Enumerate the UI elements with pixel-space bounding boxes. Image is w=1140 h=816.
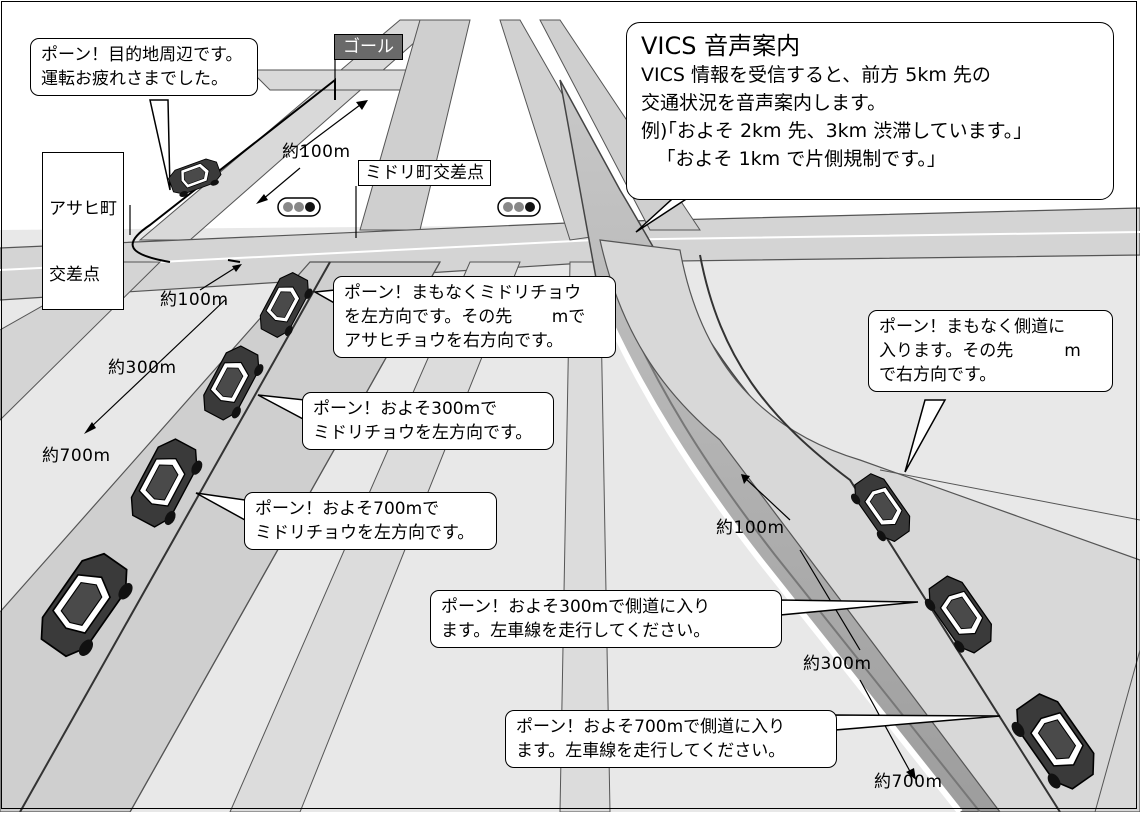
midori-300-bubble: ポーン！およそ300mで ミドリチョウを左方向です。 [302,392,554,450]
distance-label-left-700: 約700m [42,446,111,466]
vics-line: 例)｢およそ 2km 先、3km 渋滞しています。｣ [641,120,1023,142]
goal-label: ゴール [334,34,403,60]
vics-line: 交通状況を音声案内します。 [641,92,887,114]
side-300-bubble: ポーン！およそ300mで側道に入り ます。左車線を走行してください。 [430,590,782,648]
midori-intersection-label: ミドリ町交差点 [358,160,491,186]
side-700-bubble: ポーン！およそ700mで側道に入り ます。左車線を走行してください。 [505,710,837,768]
distance-label-right-700: 約700m [874,772,943,792]
asahi-label-line2: 交差点 [49,265,100,285]
side-soon-bubble: ポーン！まもなく側道に 入ります。その先 m で右方向です。 [868,310,1113,392]
distance-label-right-300: 約300m [803,654,872,674]
distance-label-left-300: 約300m [108,358,177,378]
distance-label-right-100: 約100m [716,518,785,538]
vics-line: ｢およそ 1km で片側規制です。｣ [641,148,937,170]
vics-info-box: VICS 音声案内 VICS 情報を受信すると、前方 5km 先の 交通状況を音… [626,22,1114,200]
vics-line: VICS 情報を受信すると、前方 5km 先の [641,64,991,86]
distance-label-top-100: 約100m [282,142,351,162]
distance-label-left-100: 約100m [160,290,229,310]
asahi-label-line1: アサヒ町 [49,199,117,219]
vics-title: VICS 音声案内 [641,32,801,60]
midori-700-bubble: ポーン！およそ700mで ミドリチョウを左方向です。 [244,492,497,550]
midori-soon-bubble: ポーン！まもなくミドリチョウ を左方向です。その先 mで アサヒチョウを右方向で… [333,276,616,358]
asahi-intersection-label: アサヒ町 交差点 [42,152,124,310]
goal-arrival-bubble: ポーン！目的地周辺です。 運転お疲れさまでした。 [30,38,258,96]
